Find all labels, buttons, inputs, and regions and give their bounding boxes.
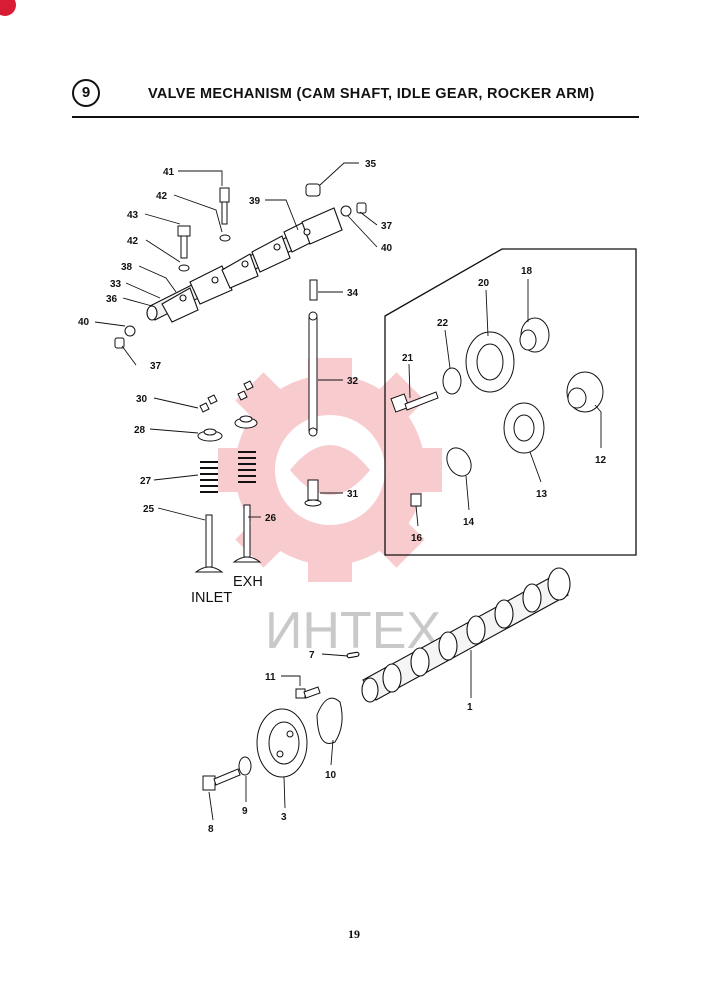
- section-number-badge: 9: [72, 79, 100, 107]
- callout-31: 31: [347, 489, 359, 500]
- callout-37-right: 37: [381, 221, 393, 232]
- push-rod: [308, 311, 318, 437]
- exhaust-caption: EXH: [233, 574, 263, 590]
- watermark-hub: [275, 415, 385, 525]
- callout-26: 26: [265, 513, 277, 524]
- callout-42-lower: 42: [127, 236, 139, 247]
- callout-25: 25: [143, 504, 155, 515]
- callout-34: 34: [347, 288, 359, 299]
- cam-gear-group: [202, 686, 343, 791]
- tappet: [304, 479, 322, 507]
- valve-train: [194, 380, 262, 573]
- callout-36: 36: [106, 294, 118, 305]
- idle-gear-parts-frame: [384, 248, 637, 556]
- callout-1: 1: [467, 702, 473, 713]
- watermark-text: ИНТЕХ: [265, 602, 441, 660]
- leader-lines: [94, 162, 602, 821]
- callout-22: 22: [437, 318, 449, 329]
- callout-11: 11: [265, 672, 276, 683]
- camshaft: [346, 567, 571, 703]
- callout-13: 13: [536, 489, 548, 500]
- callout-35: 35: [365, 159, 377, 170]
- callout-30: 30: [136, 394, 148, 405]
- callout-16: 16: [411, 533, 423, 544]
- callout-8: 8: [208, 824, 214, 835]
- page-number: 19: [348, 927, 360, 941]
- callout-28: 28: [134, 425, 146, 436]
- callout-10: 10: [325, 770, 337, 781]
- rocker-arm-assembly: [146, 207, 343, 323]
- inlet-caption: INLET: [191, 590, 232, 606]
- callout-3: 3: [281, 812, 287, 823]
- callout-14: 14: [463, 517, 475, 528]
- idle-gear-group: [390, 317, 604, 507]
- callout-40-right: 40: [381, 243, 393, 254]
- callout-20: 20: [478, 278, 490, 289]
- callout-27: 27: [140, 476, 152, 487]
- callout-41: 41: [163, 167, 175, 178]
- callout-40-left: 40: [78, 317, 90, 328]
- callout-7: 7: [309, 650, 315, 661]
- callout-37-left: 37: [150, 361, 162, 372]
- callout-33: 33: [110, 279, 122, 290]
- callout-18: 18: [521, 266, 533, 277]
- rocker-bolts: [114, 183, 367, 349]
- page-title: VALVE MECHANISM (CAM SHAFT, IDLE GEAR, R…: [148, 86, 595, 102]
- callout-21: 21: [402, 353, 414, 364]
- callout-39: 39: [249, 196, 261, 207]
- callout-38: 38: [121, 262, 133, 273]
- callout-9: 9: [242, 806, 248, 817]
- title-rule: [72, 116, 639, 118]
- corner-tab: [0, 0, 16, 16]
- callout-43: 43: [127, 210, 139, 221]
- callout-42-upper: 42: [156, 191, 168, 202]
- callout-32: 32: [347, 376, 359, 387]
- callout-labels: 41 42 43 42 38 33 36 40 37 35 39 37 40 3…: [78, 159, 607, 835]
- callout-12: 12: [595, 455, 607, 466]
